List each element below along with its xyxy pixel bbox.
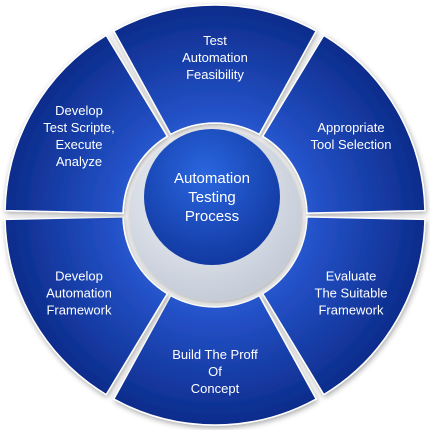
segment-proof-of-concept — [112, 294, 318, 426]
segment-label-line: Develop — [55, 269, 103, 284]
segment-tool-selection — [261, 34, 426, 214]
segment-develop-framework — [4, 216, 169, 396]
segment-label-line: Tool Selection — [311, 137, 392, 152]
segment-feasibility — [112, 4, 318, 136]
center-title-line: Process — [185, 208, 239, 225]
segment-label-line: Of — [208, 364, 222, 379]
center-title-line: Testing — [188, 189, 236, 206]
segment-label-line: Test Scripte, — [43, 120, 115, 135]
center-title-line: Automation — [174, 170, 250, 187]
segment-label-line: Test — [203, 33, 227, 48]
segment-label-line: Analyze — [56, 154, 102, 169]
segment-label-line: Framework — [318, 303, 384, 318]
segment-label-line: Concept — [191, 381, 240, 396]
segment-label-line: Evaluate — [326, 269, 377, 284]
segment-label-line: Develop — [55, 103, 103, 118]
segment-label-line: Framework — [46, 303, 112, 318]
segment-label-line: Build The Proff — [172, 347, 258, 362]
hub-circle — [144, 129, 280, 265]
segment-label-line: The Suitable — [315, 286, 388, 301]
segment-develop-scripts — [4, 34, 169, 214]
segment-label-line: Feasibility — [186, 67, 244, 82]
segment-label-line: Appropriate — [317, 120, 384, 135]
segment-label-line: Automation — [182, 50, 248, 65]
segment-label-line: Automation — [46, 286, 112, 301]
segment-label-line: Execute — [56, 137, 103, 152]
segment-evaluate-framework — [261, 216, 426, 396]
